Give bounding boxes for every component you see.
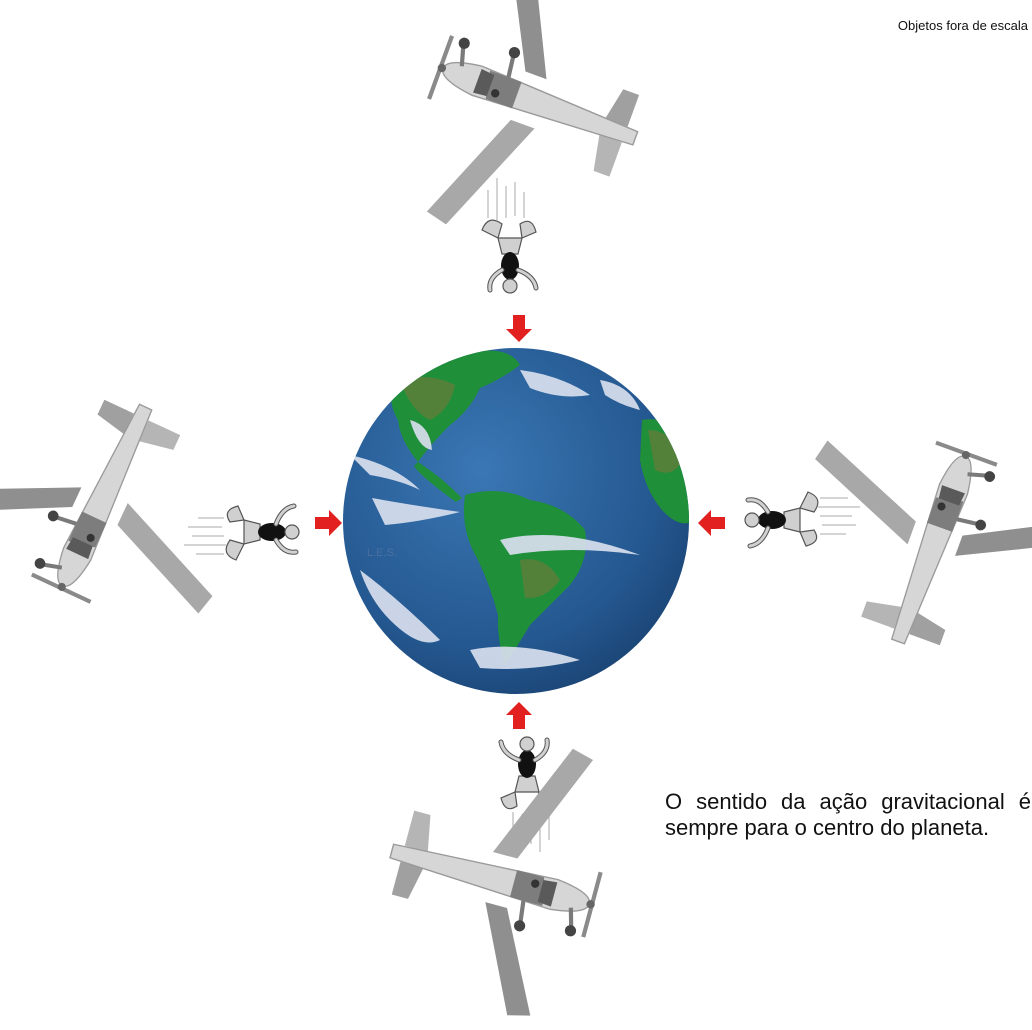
airplane-south [358,710,632,1029]
airplane-west [0,355,273,650]
skydiver-west [183,506,299,560]
scale-note: Objetos fora de escala [897,18,1028,33]
gravity-arrow-west [315,510,342,536]
gravity-arrow-north [506,315,532,342]
gravity-arrow-south [506,702,532,729]
earth-globe: L.E.S. [343,348,689,694]
earth-watermark: L.E.S. [367,547,397,559]
skydiver-east [745,492,861,546]
gravity-caption: O sentido da ação gravitacional é sempre… [665,789,1031,840]
gravity-arrow-east [698,510,725,536]
skydiver-north [482,177,536,293]
continents [350,349,689,669]
airplane-north [388,0,679,275]
